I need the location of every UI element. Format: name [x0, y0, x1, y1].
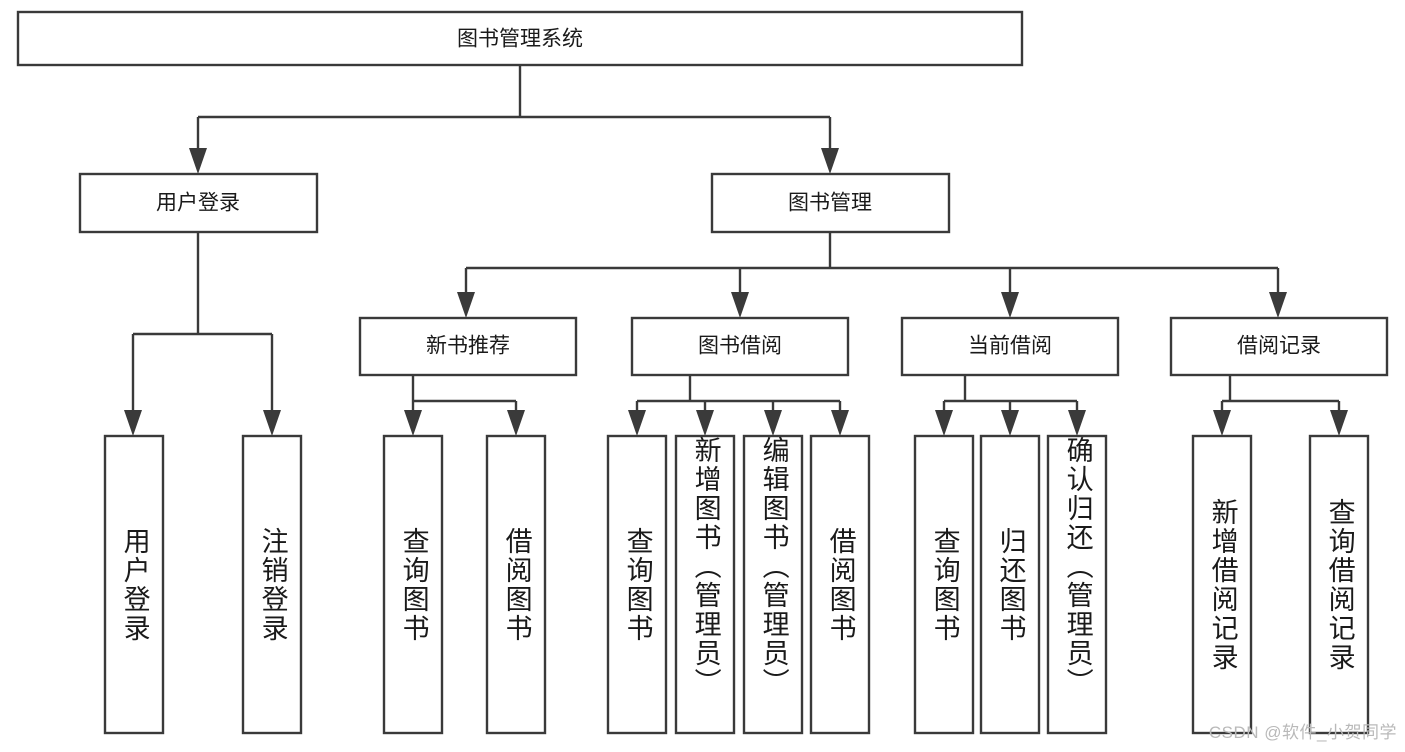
leaf-box-borrow-book-2[interactable] [809, 434, 871, 735]
arrow-icon [189, 148, 207, 174]
arrow-icon [935, 410, 953, 436]
arrow-icon [831, 410, 849, 436]
leaf-box-query-book-1[interactable] [382, 434, 444, 735]
connector-bookmgmt-to-level3 [457, 232, 1287, 318]
arrow-icon [1330, 410, 1348, 436]
arrow-icon [764, 410, 782, 436]
leaf-box-user-logout[interactable] [241, 434, 303, 735]
leaf-box-return-book[interactable] [979, 434, 1041, 735]
leaf-boxes [103, 434, 1370, 735]
node-root[interactable]: 图书管理系统 [16, 10, 1024, 67]
leaf-box-query-record[interactable] [1308, 434, 1370, 735]
connector-currentborrow-to-leaves [935, 375, 1086, 436]
arrow-icon [404, 410, 422, 436]
node-box[interactable] [900, 316, 1120, 377]
connector-root-to-level2 [189, 65, 839, 174]
node-box[interactable] [78, 172, 319, 234]
arrow-icon [628, 410, 646, 436]
node-borrow-record[interactable]: 借阅记录 [1169, 316, 1389, 377]
connector-newbook-to-leaves [404, 375, 525, 436]
arrow-icon [1269, 292, 1287, 318]
node-box[interactable] [1169, 316, 1389, 377]
node-box[interactable] [358, 316, 578, 377]
node-book-borrow[interactable]: 图书借阅 [630, 316, 850, 377]
node-label: 新书推荐 [426, 335, 510, 358]
leaf-box-query-book-2[interactable] [606, 434, 668, 735]
connector-borrowrecord-to-leaves [1213, 375, 1348, 436]
arrow-icon [1001, 292, 1019, 318]
arrow-icon [263, 410, 281, 436]
node-box[interactable] [710, 172, 951, 234]
csdn-watermark: CSDN @软件_小贺同学 [1208, 723, 1397, 742]
node-box[interactable] [630, 316, 850, 377]
node-label: 当前借阅 [968, 335, 1052, 358]
arrow-icon [507, 410, 525, 436]
node-label: 借阅记录 [1237, 335, 1321, 358]
node-user-login[interactable]: 用户登录 [78, 172, 319, 234]
arrow-icon [731, 292, 749, 318]
arrow-icon [696, 410, 714, 436]
connector-bookborrow-to-leaves [628, 375, 849, 436]
node-box[interactable] [16, 10, 1024, 67]
leaf-box-user-login[interactable] [103, 434, 165, 735]
arrow-icon [1001, 410, 1019, 436]
node-new-book-recommend[interactable]: 新书推荐 [358, 316, 578, 377]
node-current-borrow[interactable]: 当前借阅 [900, 316, 1120, 377]
node-label: 图书借阅 [698, 335, 782, 358]
leaf-box-confirm-return[interactable] [1046, 434, 1108, 735]
node-label: 用户登录 [156, 192, 240, 215]
arrow-icon [1068, 410, 1086, 436]
leaf-box-add-book[interactable] [674, 434, 736, 735]
node-label: 图书管理 [788, 192, 872, 215]
arrow-icon [124, 410, 142, 436]
leaf-box-borrow-book-1[interactable] [485, 434, 547, 735]
node-book-management[interactable]: 图书管理 [710, 172, 951, 234]
leaf-box-query-book-3[interactable] [913, 434, 975, 735]
node-label: 图书管理系统 [457, 28, 583, 51]
leaf-box-edit-book[interactable] [742, 434, 804, 735]
arrow-icon [457, 292, 475, 318]
leaf-box-add-record[interactable] [1191, 434, 1253, 735]
arrow-icon [821, 148, 839, 174]
arrow-icon [1213, 410, 1231, 436]
connector-userlogin-to-leaves [124, 232, 281, 436]
